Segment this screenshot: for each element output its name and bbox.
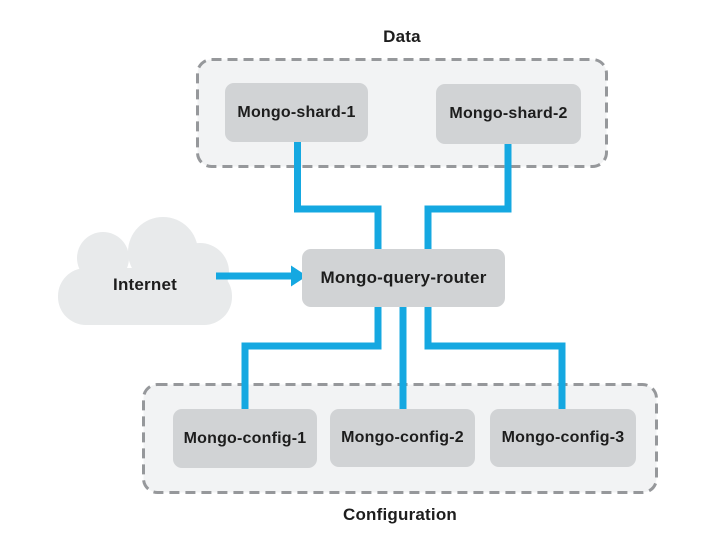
cloud-icon	[58, 217, 232, 325]
node-mongo-config-2: Mongo-config-2	[330, 409, 475, 467]
connector-router-config1	[241, 306, 382, 410]
node-mongo-shard-2: Mongo-shard-2	[436, 84, 581, 144]
node-mongo-query-router: Mongo-query-router	[302, 249, 505, 307]
data-group-label: Data	[383, 27, 421, 46]
connector-router-config3	[424, 306, 566, 410]
node-mongo-config-3: Mongo-config-3	[490, 409, 636, 467]
configuration-group-label: Configuration	[342, 505, 458, 524]
arrow-head-icon	[291, 265, 307, 287]
node-mongo-shard-1: Mongo-shard-1	[225, 83, 368, 142]
connector-shard1-router	[294, 142, 382, 250]
connector-shard2-router	[424, 144, 512, 250]
internet-to-router-arrow	[216, 265, 307, 287]
internet-label: Internet	[113, 275, 177, 294]
node-mongo-config-1: Mongo-config-1	[173, 409, 317, 468]
